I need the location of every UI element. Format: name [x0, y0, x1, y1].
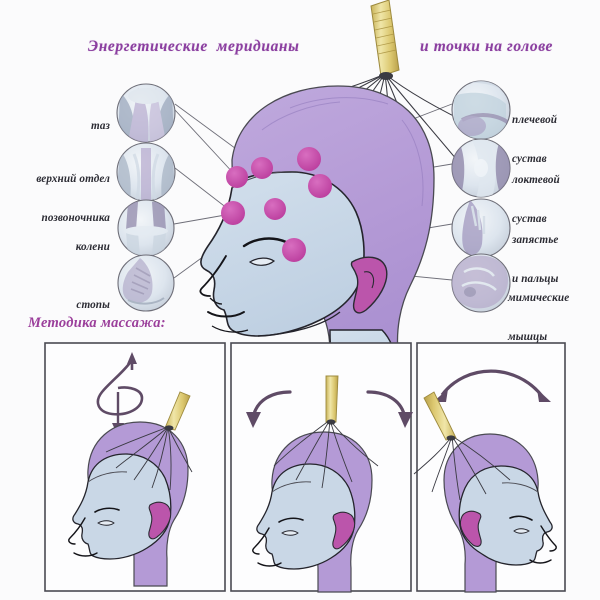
inset-elbow — [451, 138, 511, 198]
sweep-arc — [440, 369, 544, 397]
label-shoulder-joint-line1: плечевой — [512, 114, 558, 126]
panel2-head — [252, 375, 379, 593]
nose — [199, 255, 227, 297]
label-knees: колени — [0, 215, 110, 280]
panel1-head — [68, 391, 193, 587]
eyebrow — [242, 237, 288, 248]
inset-shoulder — [451, 80, 511, 140]
page-title-part2: и точки на голове — [420, 38, 554, 55]
acupoint — [297, 147, 321, 171]
inset-circles-left — [116, 83, 176, 312]
right-arrow-head — [398, 412, 413, 428]
panel-sweep-content — [413, 369, 557, 593]
label-upper-spine-line1: верхний отдел — [36, 173, 110, 185]
acupoint — [226, 166, 248, 188]
rotation-arrow-head — [127, 352, 137, 364]
acupoint — [251, 157, 273, 179]
inset-pelvis — [116, 83, 176, 143]
inset-wrist — [451, 198, 511, 258]
label-mimic-muscles-line2: мышцы — [508, 331, 548, 343]
acupoint — [282, 238, 306, 262]
panel-rotate-content — [68, 352, 193, 587]
label-feet-line1: стопы — [76, 299, 110, 311]
label-elbow-joint-line1: локтевой — [512, 174, 560, 186]
massager-handle — [370, 0, 400, 80]
label-knees-line1: колени — [75, 241, 110, 253]
label-pelvis-line1: таз — [91, 120, 110, 132]
inset-mimic-muscles — [451, 253, 511, 313]
method-section-title: Методика массажа: — [28, 315, 166, 331]
inset-knees — [117, 199, 175, 257]
label-shoulder-joint: плечевой сустав — [512, 88, 600, 192]
label-elbow-joint: локтевой сустав — [512, 148, 600, 252]
label-wrist-fingers: запястье и пальцы — [512, 208, 600, 312]
label-elbow-joint-line2: сустав — [512, 213, 547, 225]
label-pelvis: таз — [0, 94, 110, 159]
panel3-head — [413, 391, 557, 593]
method-panels — [44, 342, 566, 593]
left-arrow-head — [246, 412, 261, 428]
label-wrist-fingers-line1: запястье — [512, 234, 559, 246]
label-mimic-muscles: мимические мышцы — [508, 266, 600, 370]
acupoint — [264, 198, 286, 220]
label-upper-spine-line2: позвоночника — [41, 212, 110, 224]
inset-circles-right — [451, 80, 511, 313]
label-shoulder-joint-line2: сустав — [512, 153, 547, 165]
page-title-part1: Энергетические меридианы — [88, 38, 300, 55]
acupoint — [308, 174, 332, 198]
side-arrows — [252, 390, 406, 416]
ear — [350, 256, 388, 314]
panel-updown-content — [246, 375, 413, 593]
acupoint — [221, 201, 245, 225]
mouth — [207, 311, 245, 318]
label-mimic-muscles-line1: мимические — [508, 292, 570, 304]
label-wrist-fingers-line2: и пальцы — [512, 273, 559, 285]
eye — [248, 257, 276, 266]
inset-feet — [117, 254, 175, 312]
sweep-right-head — [537, 389, 551, 402]
label-feet: стопы — [0, 273, 110, 338]
inset-upper-spine — [116, 142, 176, 202]
label-upper-spine: верхний отдел позвоночника — [0, 147, 110, 251]
acupressure-points — [221, 147, 332, 262]
